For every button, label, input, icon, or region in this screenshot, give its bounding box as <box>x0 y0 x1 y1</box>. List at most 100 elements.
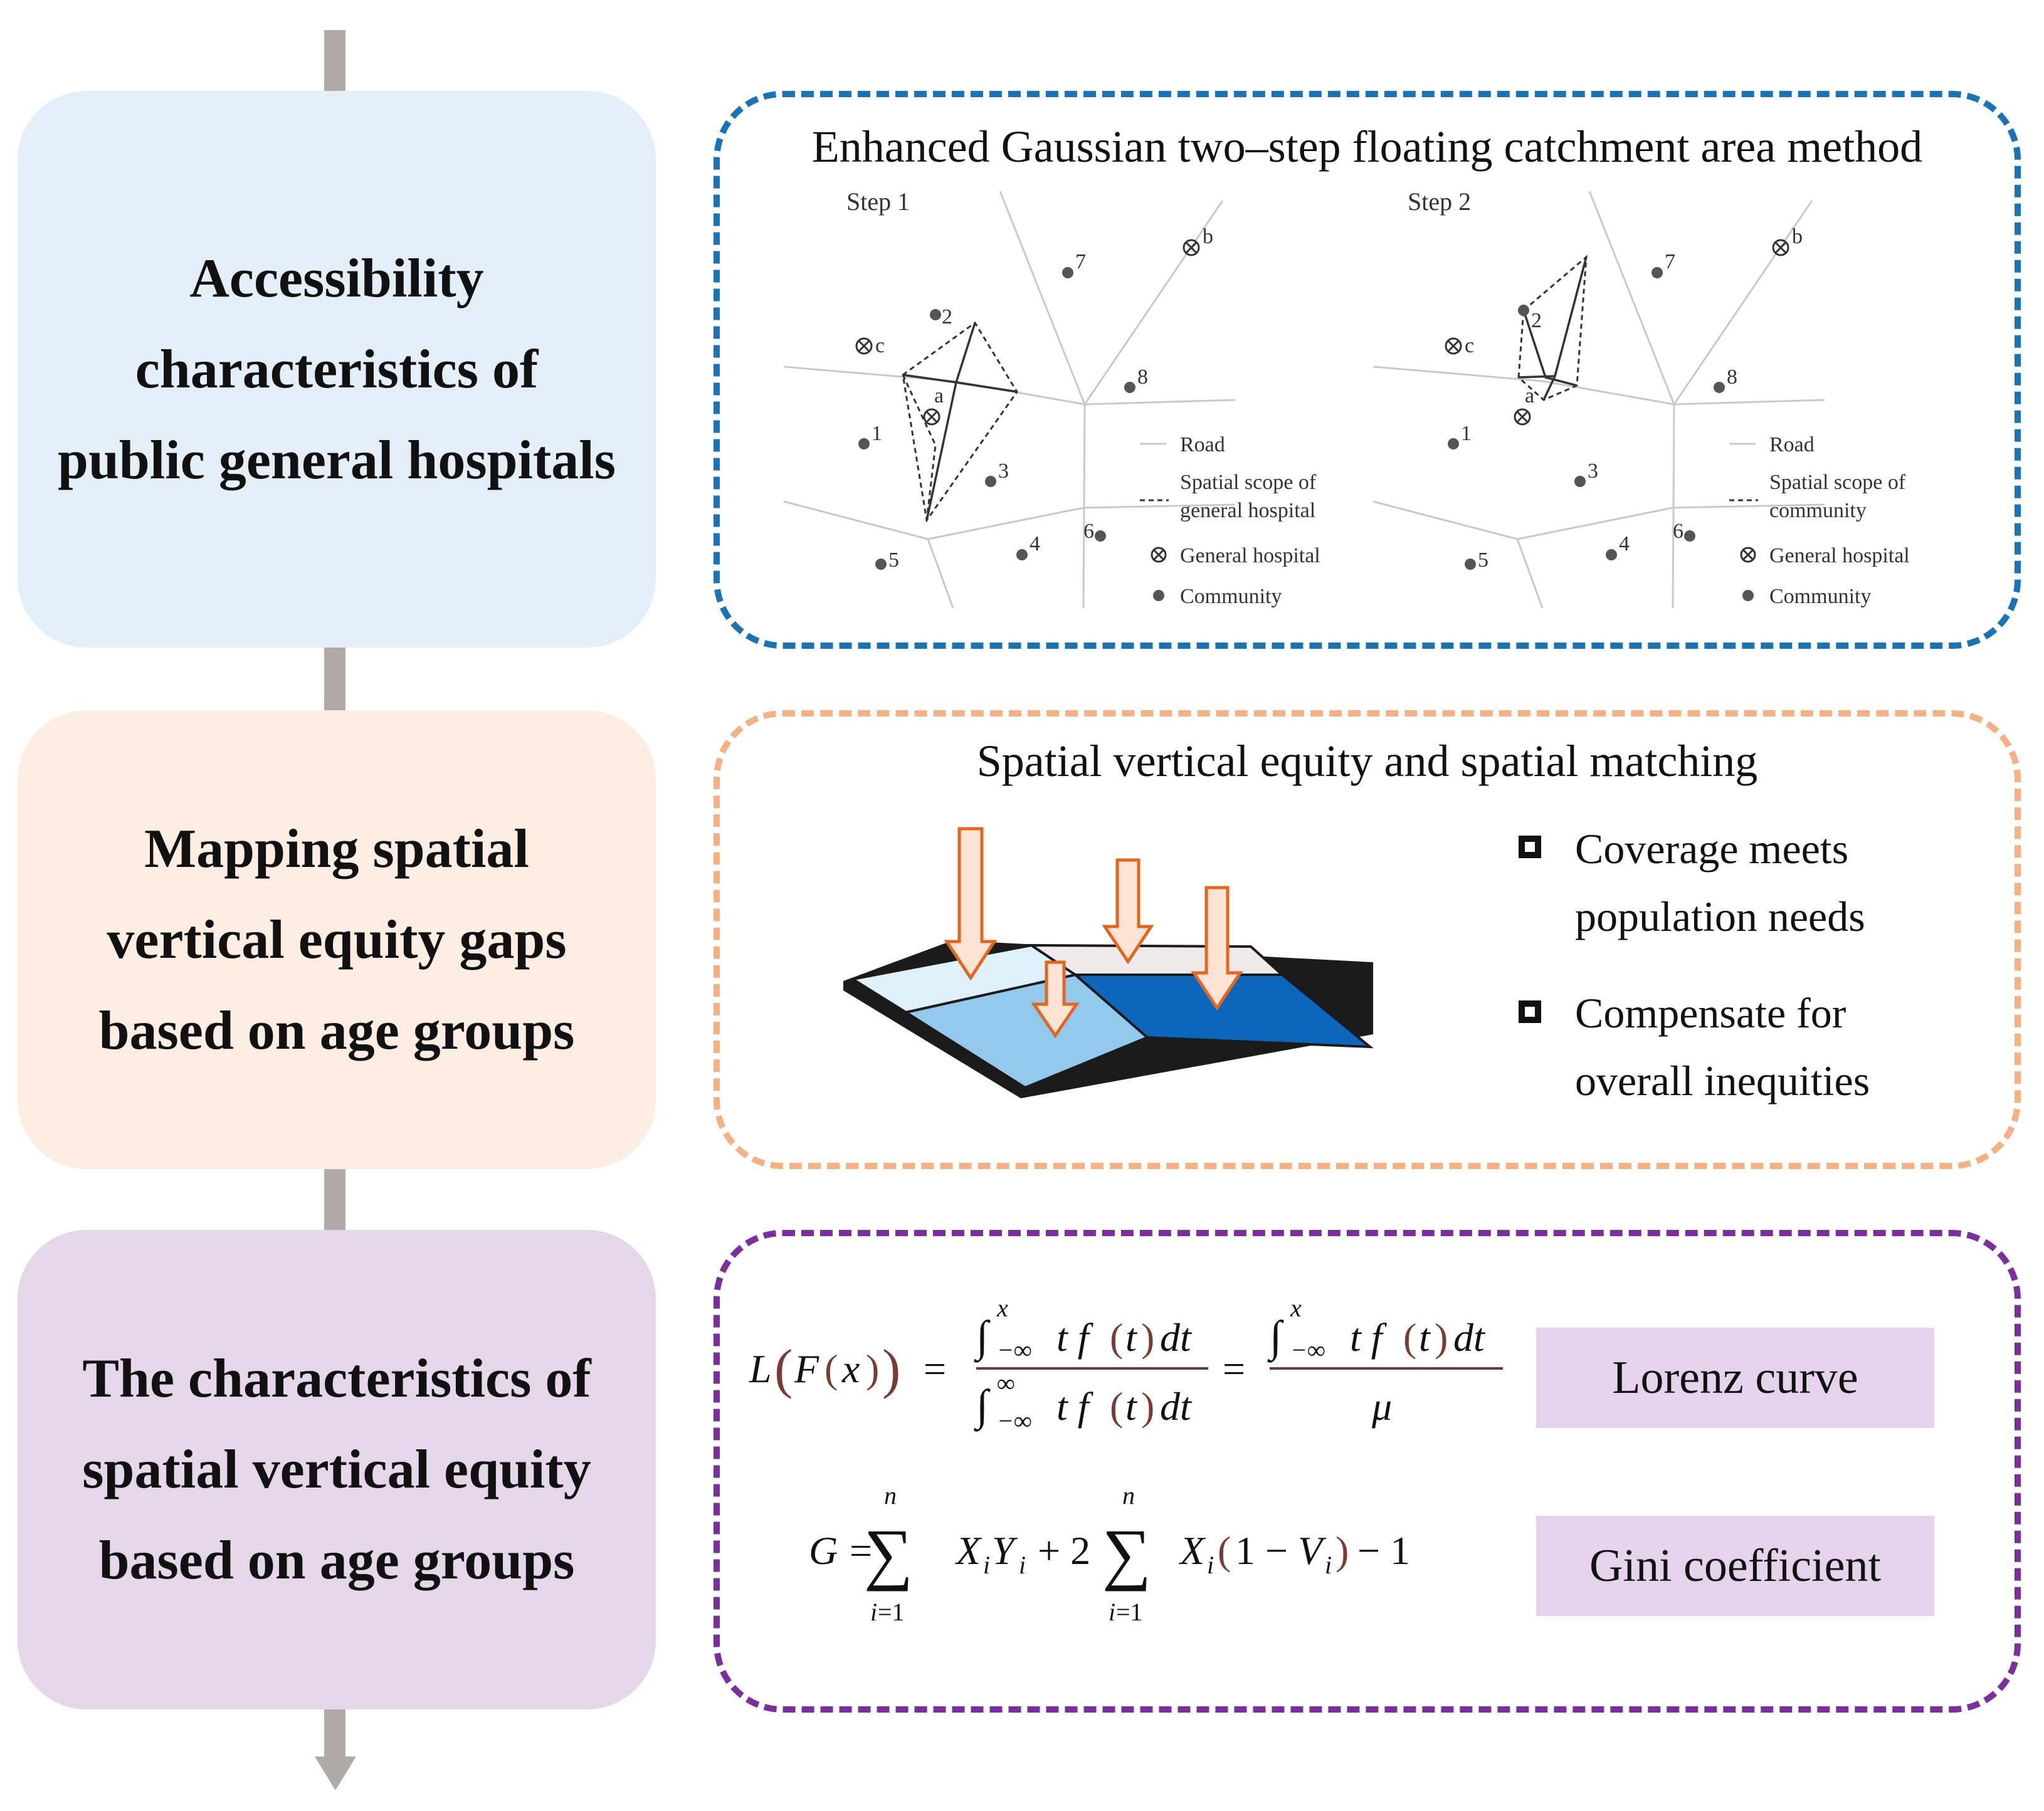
road-network <box>784 191 1236 609</box>
svg-text:∞: ∞ <box>997 1369 1015 1397</box>
community-label: 4 <box>1619 532 1630 555</box>
svg-text:t: t <box>1125 1384 1138 1429</box>
arrow-down-icon <box>1031 960 1080 1039</box>
check-item-line: overall inequities <box>1575 1057 1870 1105</box>
hospital-label: b <box>1792 225 1803 248</box>
stage-title-line: Accessibility <box>189 248 484 309</box>
hospital-label: b <box>1203 225 1213 248</box>
svg-text:=1: =1 <box>878 1598 905 1626</box>
svg-text:t f: t f <box>1056 1315 1094 1360</box>
community-label: 8 <box>1137 365 1148 389</box>
check-item-text: Compensate for overall inequities <box>1575 979 1870 1115</box>
svg-text:(: ( <box>1218 1528 1231 1573</box>
step2-diagram: Step 2 1 2 3 4 5 6 7 8 a b c Road Spatia… <box>1373 187 1910 609</box>
legend-hospital: General hospital <box>1769 544 1910 567</box>
legend-road: Road <box>1769 433 1815 456</box>
community-label: 4 <box>1030 532 1040 555</box>
legend-community: Community <box>1180 585 1282 608</box>
svg-text:): ) <box>1435 1315 1448 1360</box>
svg-text:=: = <box>1223 1346 1245 1391</box>
svg-text:X: X <box>1178 1528 1206 1573</box>
community-label: 5 <box>1478 549 1488 572</box>
community-label: 7 <box>1665 250 1675 273</box>
legend-scope-line1: Spatial scope of <box>1180 471 1317 494</box>
stage-title-line: Mapping spatial <box>144 818 529 879</box>
svg-text:1 −: 1 − <box>1235 1528 1288 1573</box>
legend: Road Spatial scope of general hospital G… <box>1140 433 1320 608</box>
community-labels: 1 2 3 4 5 6 7 8 <box>872 250 1148 572</box>
community-label: 3 <box>998 459 1009 483</box>
svg-text:−∞: −∞ <box>1290 1336 1325 1364</box>
step-label: Step 2 <box>1408 187 1471 216</box>
legend-scope-line2: general hospital <box>1180 499 1315 522</box>
step-label: Step 1 <box>846 187 910 216</box>
arrow-down-icon <box>944 827 998 981</box>
check-item-line: population needs <box>1575 893 1865 940</box>
svg-text:∫: ∫ <box>974 1382 991 1432</box>
svg-text:V: V <box>1298 1528 1327 1573</box>
svg-text:n: n <box>884 1481 897 1509</box>
legend: Road Spatial scope of community General … <box>1729 433 1910 608</box>
svg-text:i: i <box>1207 1551 1214 1579</box>
legend-hospital: General hospital <box>1180 544 1320 567</box>
svg-text:L: L <box>749 1346 772 1391</box>
check-item-line: Compensate for <box>1575 989 1846 1037</box>
panel-spatial-matching: Spatial vertical equity and spatial matc… <box>714 710 2021 1169</box>
road-network <box>1373 191 1825 609</box>
stage-title-line: based on age groups <box>98 1000 575 1061</box>
community-label: 7 <box>1075 250 1086 273</box>
svg-text:X: X <box>954 1528 982 1573</box>
flow-axis-segment <box>324 1706 345 1763</box>
svg-text:x: x <box>1290 1294 1302 1322</box>
community-label: 3 <box>1588 459 1598 483</box>
community-points <box>858 267 1135 570</box>
stage-accessibility: Accessibility characteristics of public … <box>18 91 656 648</box>
stage-title-line: based on age groups <box>98 1530 575 1591</box>
hospital-icons <box>855 239 1200 426</box>
stage-title-line: public general hospitals <box>58 429 616 491</box>
svg-text:−∞: −∞ <box>997 1407 1032 1435</box>
svg-text:−∞: −∞ <box>997 1336 1032 1364</box>
flow-arrowhead <box>315 1756 356 1790</box>
svg-text:(: ( <box>824 1346 838 1391</box>
svg-text:): ) <box>882 1339 900 1400</box>
community-label: 1 <box>1461 422 1472 445</box>
svg-text:− 1: − 1 <box>1357 1528 1410 1573</box>
flow-axis-segment <box>324 646 345 712</box>
stage-equity-characteristics: The characteristics of spatial vertical … <box>18 1230 656 1709</box>
community-label: 1 <box>872 422 882 445</box>
svg-text:G: G <box>809 1528 838 1573</box>
community-label: 8 <box>1727 365 1737 389</box>
svg-text:(: ( <box>1403 1315 1416 1360</box>
svg-text:(: ( <box>1110 1384 1123 1429</box>
svg-text:dt: dt <box>1160 1384 1193 1429</box>
svg-text:=1: =1 <box>1116 1598 1143 1626</box>
community-label: 6 <box>1673 520 1683 543</box>
svg-text:): ) <box>1335 1528 1349 1573</box>
svg-text:): ) <box>866 1346 879 1391</box>
svg-text:t: t <box>1419 1315 1431 1360</box>
svg-text:i: i <box>983 1551 990 1579</box>
flow-axis-segment <box>324 30 345 93</box>
check-item-line: Coverage meets <box>1575 825 1849 873</box>
svg-text:(: ( <box>774 1339 793 1400</box>
legend-road: Road <box>1180 433 1225 456</box>
stage-title-line: spatial vertical equity <box>82 1439 591 1500</box>
arrow-down-icon <box>1191 886 1243 1011</box>
hospital-label: c <box>1465 334 1474 357</box>
panel-title: Spatial vertical equity and spatial matc… <box>976 736 1758 786</box>
svg-text:dt: dt <box>1160 1315 1193 1360</box>
svg-text:t f: t f <box>1350 1315 1388 1360</box>
scope-polygon <box>902 321 1018 523</box>
svg-text:=: = <box>850 1528 872 1573</box>
svg-text:x: x <box>996 1294 1008 1322</box>
svg-text:n: n <box>1122 1481 1135 1509</box>
svg-text:i: i <box>1325 1551 1332 1579</box>
svg-text:∑: ∑ <box>864 1515 913 1592</box>
svg-text:i: i <box>870 1598 877 1626</box>
check-item-text: Coverage meets population needs <box>1575 815 1865 950</box>
community-label: 6 <box>1083 520 1094 543</box>
step1-diagram: Step 1 1 2 3 4 5 6 7 8 a b c Road Spatia… <box>784 187 1320 609</box>
hospital-labels: a b c <box>875 225 1213 407</box>
